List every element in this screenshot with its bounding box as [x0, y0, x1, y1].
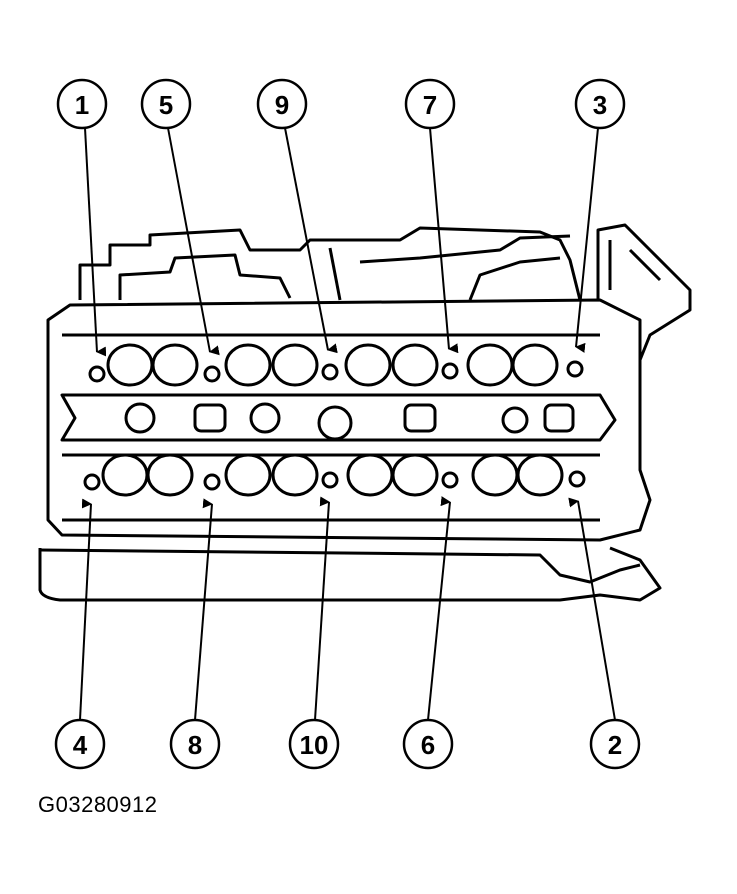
- callout-label: 4: [73, 730, 88, 760]
- callout-label: 9: [275, 90, 289, 120]
- callout-label: 10: [300, 730, 329, 760]
- figure-code: G03280912: [38, 792, 158, 817]
- bolt-9: [321, 363, 339, 381]
- bolt-5: [203, 365, 221, 383]
- callout-circles-top: [56, 78, 626, 130]
- bolt-4: [83, 473, 101, 491]
- bolt-7: [441, 362, 459, 380]
- bolt-6: [441, 471, 459, 489]
- cylinder-head-outline: [38, 223, 692, 602]
- leader-arrows: [79, 127, 616, 721]
- upper-cam-journals: [106, 343, 559, 387]
- callout-circles-bottom: [54, 718, 641, 770]
- callout-label: 8: [188, 730, 202, 760]
- lower-cam-journals: [101, 453, 564, 497]
- bolt-1: [88, 365, 106, 383]
- callout-label: 6: [421, 730, 435, 760]
- callout-label: 2: [608, 730, 622, 760]
- callout-label: 1: [75, 90, 89, 120]
- middle-ports: [124, 402, 575, 441]
- bolt-2: [568, 470, 586, 488]
- head-bolts: [83, 360, 586, 491]
- callout-label: 3: [593, 90, 607, 120]
- callout-label: 7: [423, 90, 437, 120]
- bolt-10: [321, 471, 339, 489]
- bolt-3: [566, 360, 584, 378]
- callout-label: 5: [159, 90, 173, 120]
- bolt-8: [203, 473, 221, 491]
